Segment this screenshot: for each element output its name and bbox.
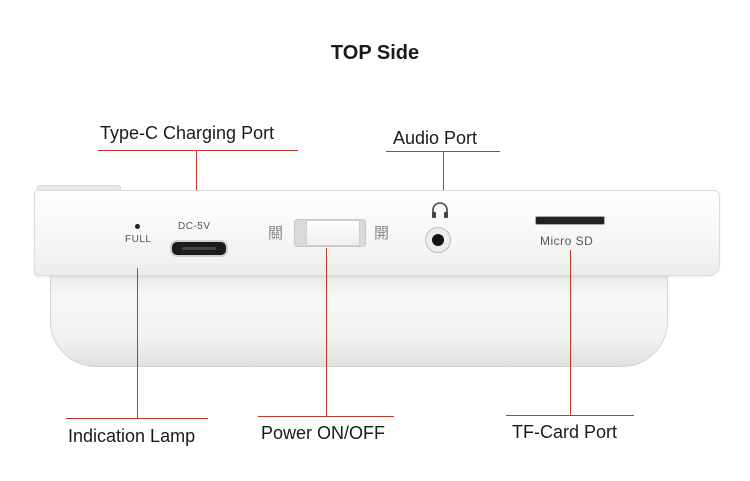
type-c-underline [98, 150, 298, 151]
lamp-overline [66, 418, 208, 419]
switch-on-char: 開 [374, 224, 390, 242]
micro-sd-slot [535, 216, 605, 225]
indicator-led [135, 224, 140, 229]
usb-c-port [170, 240, 228, 257]
tf-card-callout-label: TF-Card Port [512, 422, 618, 442]
device-lower-body [50, 272, 668, 367]
type-c-leader [196, 150, 197, 216]
audio-jack [425, 227, 451, 253]
power-callout-label: Power ON/OFF [261, 423, 386, 443]
audio-leader [443, 151, 444, 197]
tf-card-overline [506, 415, 634, 416]
headphone-icon [432, 202, 448, 218]
tf-card-leader [570, 250, 571, 415]
lamp-leader [137, 268, 138, 418]
device-upper-body [34, 190, 720, 276]
power-leader [326, 248, 327, 416]
full-label: FULL [125, 234, 152, 245]
diagram-title: TOP Side [330, 42, 420, 64]
power-overline [258, 416, 394, 417]
audio-callout-label: Audio Port [393, 128, 478, 148]
type-c-callout-label: Type-C Charging Port [100, 123, 275, 143]
dc-label: DC-5V [178, 221, 211, 232]
lamp-callout-label: Indication Lamp [68, 426, 196, 446]
power-switch-knob [306, 220, 360, 246]
micro-sd-label: Micro SD [540, 234, 594, 248]
switch-off-char: 關 [268, 224, 284, 242]
